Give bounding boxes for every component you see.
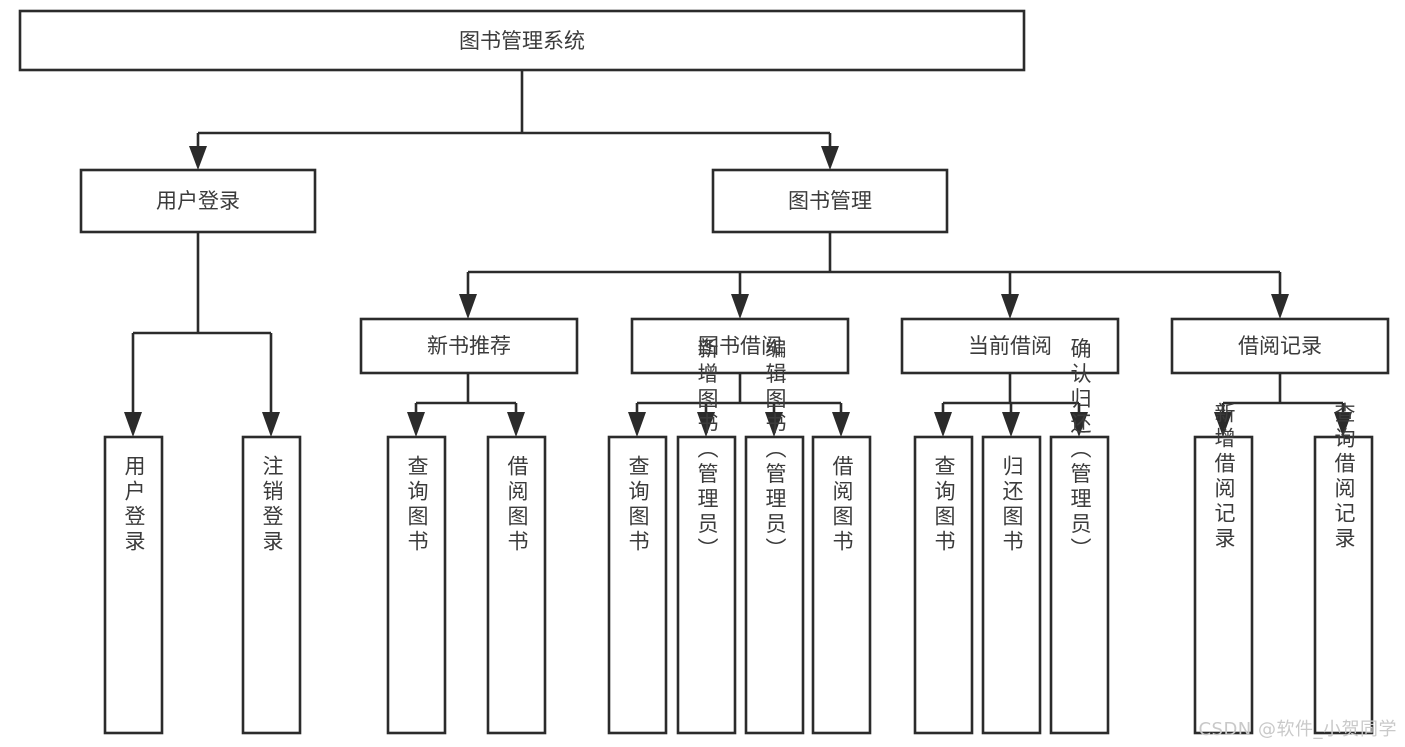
arrowhead-leaf-user-login [124,412,142,437]
node-leaf-add-record[interactable]: 新增借阅记录 [1193,402,1254,735]
arrowhead-leaf-add-book [697,412,715,437]
node-book-borrow[interactable]: 图书借阅 [630,317,850,375]
node-leaf-borrow-book-2[interactable]: 借阅图书 [811,435,872,735]
node-book-borrow-box[interactable] [630,317,850,375]
node-leaf-edit-book-box[interactable] [744,435,805,735]
connector-layer [124,70,1352,437]
node-leaf-confirm-return-label: 确认归还（管理员） [1068,338,1092,563]
node-leaf-add-book[interactable]: 新增图书（管理员） [676,338,737,735]
node-leaf-add-record-label: 新增借阅记录 [1212,402,1236,552]
node-leaf-borrow-book-1-label: 借阅图书 [505,455,529,555]
node-leaf-query-book-2-label: 查询图书 [626,455,650,555]
node-borrow-record[interactable]: 借阅记录 [1170,317,1390,375]
node-leaf-return-book[interactable]: 归还图书 [981,435,1042,735]
arrowhead-user-login [189,146,207,170]
node-leaf-confirm-return-box[interactable] [1049,435,1110,735]
node-leaf-user-logout-box[interactable] [241,435,302,735]
arrowhead-new-book-recommend [459,294,477,319]
node-current-borrow[interactable]: 当前借阅 [900,317,1120,375]
node-leaf-query-book-1[interactable]: 查询图书 [386,435,447,735]
arrowhead-leaf-query-book-3 [934,412,952,437]
node-leaf-borrow-book-2-box[interactable] [811,435,872,735]
node-leaf-query-book-2-box[interactable] [607,435,668,735]
node-current-borrow-box[interactable] [900,317,1120,375]
arrowhead-current-borrow [1001,294,1019,319]
node-user-login-label: 用户登录 [156,189,240,213]
node-root-box[interactable] [18,9,1026,72]
node-root[interactable]: 图书管理系统 [18,9,1026,72]
node-leaf-query-record-box[interactable] [1313,435,1374,735]
node-leaf-return-book-label: 归还图书 [1000,455,1024,555]
node-leaf-query-book-3-box[interactable] [913,435,974,735]
node-new-book-recommend-box[interactable] [359,317,579,375]
node-leaf-query-book-2[interactable]: 查询图书 [607,435,668,735]
node-root-label: 图书管理系统 [459,29,585,53]
node-leaf-borrow-book-1[interactable]: 借阅图书 [486,435,547,735]
node-leaf-borrow-book-1-box[interactable] [486,435,547,735]
node-leaf-edit-book-label: 编辑图书（管理员） [763,338,787,563]
node-user-login-box[interactable] [79,168,317,234]
node-leaf-return-book-box[interactable] [981,435,1042,735]
node-new-book-recommend-label: 新书推荐 [427,334,511,358]
node-leaf-query-record-label: 查询借阅记录 [1332,402,1356,552]
arrowhead-leaf-edit-book [765,412,783,437]
arrowhead-book-borrow [731,294,749,319]
node-leaf-edit-book[interactable]: 编辑图书（管理员） [744,338,805,735]
node-leaf-borrow-book-2-label: 借阅图书 [830,455,854,555]
arrowhead-leaf-return-book [1002,412,1020,437]
node-leaf-user-login-box[interactable] [103,435,164,735]
node-current-borrow-label: 当前借阅 [968,334,1052,358]
node-new-book-recommend[interactable]: 新书推荐 [359,317,579,375]
arrowhead-leaf-borrow-book-1 [507,412,525,437]
node-leaf-add-book-box[interactable] [676,435,737,735]
arrowhead-book-management [821,146,839,170]
node-leaf-user-logout-label: 注销登录 [260,455,284,555]
node-book-management[interactable]: 图书管理 [711,168,949,234]
node-book-management-label: 图书管理 [788,189,872,213]
node-leaf-user-logout[interactable]: 注销登录 [241,435,302,735]
node-borrow-record-box[interactable] [1170,317,1390,375]
node-leaf-add-book-label: 新增图书（管理员） [695,338,719,563]
node-leaf-add-record-box[interactable] [1193,435,1254,735]
arrowhead-leaf-user-logout [262,412,280,437]
node-leaf-query-book-3-label: 查询图书 [932,455,956,555]
node-leaf-query-book-1-box[interactable] [386,435,447,735]
arrowhead-leaf-borrow-book-2 [832,412,850,437]
arrowhead-leaf-confirm-return [1070,412,1088,437]
node-book-borrow-label: 图书借阅 [698,334,782,358]
node-leaf-user-login[interactable]: 用户登录 [103,435,164,735]
arrowhead-leaf-query-book-1 [407,412,425,437]
node-borrow-record-label: 借阅记录 [1238,334,1322,358]
node-book-management-box[interactable] [711,168,949,234]
arrowhead-borrow-record [1271,294,1289,319]
node-leaf-confirm-return[interactable]: 确认归还（管理员） [1049,338,1110,735]
node-user-login[interactable]: 用户登录 [79,168,317,234]
arrowhead-leaf-add-record [1214,412,1232,437]
node-leaf-user-login-label: 用户登录 [122,455,146,555]
node-leaf-query-record[interactable]: 查询借阅记录 [1313,402,1374,735]
arrowhead-leaf-query-book-2 [628,412,646,437]
node-leaf-query-book-3[interactable]: 查询图书 [913,435,974,735]
arrowhead-leaf-query-record [1334,412,1352,437]
node-leaf-query-book-1-label: 查询图书 [405,455,429,555]
